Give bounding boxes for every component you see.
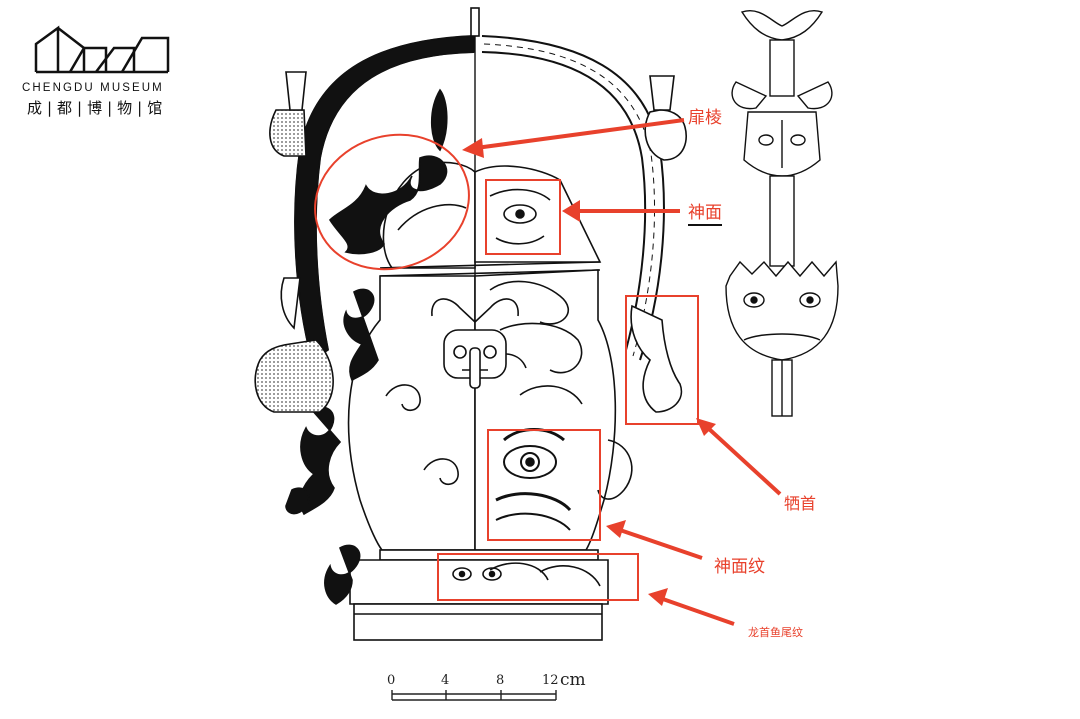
scale-tick-0: 0 xyxy=(387,673,396,688)
lower-band-box xyxy=(437,553,639,601)
bronze-vessel xyxy=(254,7,688,641)
scale-bar xyxy=(391,690,557,701)
scale-unit: cm xyxy=(560,670,586,690)
annotation-arrows xyxy=(462,118,782,626)
flange-highlight-circle xyxy=(314,133,470,271)
museum-name-cn: 成|都|博|物|馆 xyxy=(27,99,168,117)
lower-god-face-box xyxy=(487,429,601,541)
label-xishou: 牺首 xyxy=(784,494,817,513)
ram-head-box xyxy=(625,295,699,425)
museum-name-en: CHENGDU MUSEUM xyxy=(22,82,164,94)
scale-tick-4: 4 xyxy=(441,673,450,688)
label-kuishou-yuwei: 龙首鱼尾纹 xyxy=(748,626,803,639)
upper-god-face-box xyxy=(485,179,561,255)
label-shenmian: 神面 xyxy=(688,198,722,226)
label-shenmianwen: 神面纹 xyxy=(714,557,765,577)
museum-roof-logo-icon xyxy=(34,25,170,74)
flange-side-view xyxy=(725,10,839,417)
scale-tick-8: 8 xyxy=(496,673,505,688)
label-feiling: 扉棱 xyxy=(688,108,722,128)
annotation-overlays xyxy=(314,133,699,601)
scale-tick-12: 12 xyxy=(542,673,559,688)
